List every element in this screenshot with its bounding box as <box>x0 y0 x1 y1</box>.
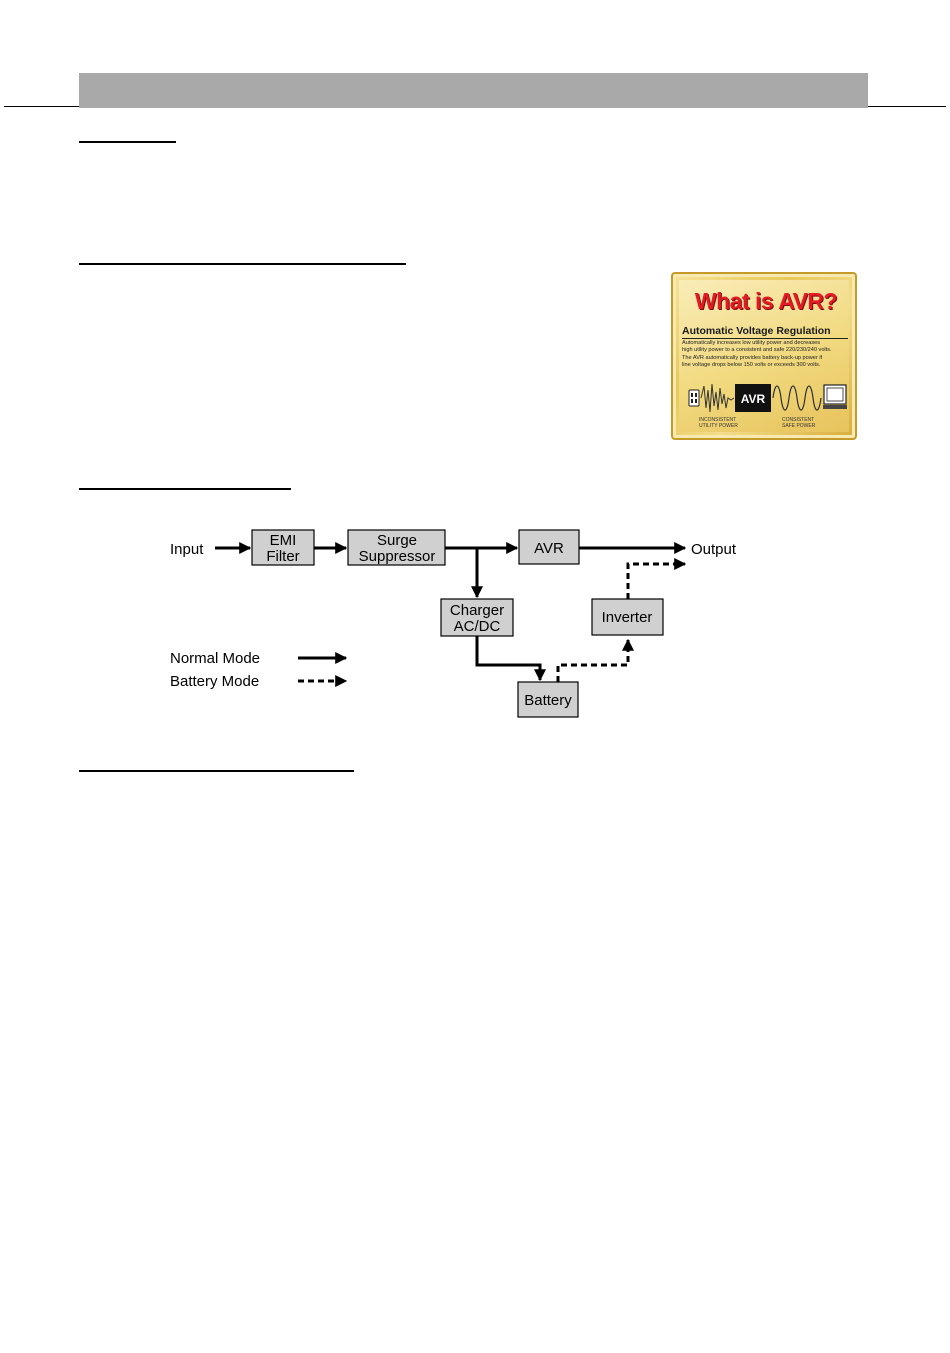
inverter-box <box>591 598 664 636</box>
avr-label: AVR <box>534 540 564 557</box>
section-heading-rule-2 <box>79 263 406 265</box>
arrow-charger-to-battery <box>475 636 546 682</box>
avr-box <box>735 384 771 412</box>
avr-box-label: AVR <box>741 392 766 406</box>
emi-filter-box <box>251 529 315 566</box>
charger-label: Charger <box>450 602 504 619</box>
badge-description-line: The AVR automatically provides battery b… <box>682 354 823 361</box>
surge-suppressor-label: Suppressor <box>359 548 436 565</box>
legend-normal-label: Normal Mode <box>170 650 260 667</box>
caption-line: INCONSISTENT <box>699 417 737 423</box>
emi-filter-label: EMI <box>270 532 297 549</box>
battery-label: Battery <box>524 692 572 709</box>
badge-description-line: high utility power to a consistent and s… <box>682 347 832 354</box>
avr-badge: What is AVR? Automatic Voltage Regulatio… <box>671 272 857 440</box>
legend-battery-label: Battery Mode <box>170 673 259 690</box>
input-label: Input <box>170 541 204 558</box>
badge-title: What is AVR? <box>694 288 838 314</box>
badge-description-line: Automatically increases low utility powe… <box>682 340 821 346</box>
section-heading-rule-4 <box>79 770 354 772</box>
badge-description-line: line voltage drops below 150 volts or ex… <box>682 362 821 369</box>
badge-caption-inconsistent: INCONSISTENT UTILITY POWER <box>699 417 738 429</box>
battery-box <box>517 681 579 718</box>
arrow-inverter-to-output <box>626 558 687 599</box>
caption-line: CONSISTENT <box>782 417 815 423</box>
header-bar <box>79 73 868 108</box>
surge-suppressor-label: Surge <box>377 532 417 549</box>
monitor-icon <box>823 384 847 409</box>
caption-line: SAFE POWER <box>782 423 816 429</box>
section-heading-rule-1 <box>79 141 176 143</box>
emi-filter-label: Filter <box>266 548 299 565</box>
charger-box <box>440 598 514 637</box>
badge-subtitle: Automatic Voltage Regulation <box>682 325 831 337</box>
badge-subtitle-rule <box>682 338 848 339</box>
inconsistent-wave <box>700 383 735 413</box>
inverter-label: Inverter <box>602 609 653 626</box>
badge-caption-consistent: CONSISTENT SAFE POWER <box>782 417 815 429</box>
badge-description: Automatically increases low utility powe… <box>682 340 850 370</box>
section-heading-rule-3 <box>79 488 291 490</box>
avr-box <box>518 529 580 565</box>
outlet-icon <box>688 389 700 407</box>
caption-line: UTILITY POWER <box>699 423 738 429</box>
output-label: Output <box>691 541 737 558</box>
avr-waveform-graphic: AVR <box>688 383 847 413</box>
charger-label: AC/DC <box>454 618 501 635</box>
consistent-wave <box>772 385 822 411</box>
arrow-battery-to-inverter <box>556 638 634 682</box>
